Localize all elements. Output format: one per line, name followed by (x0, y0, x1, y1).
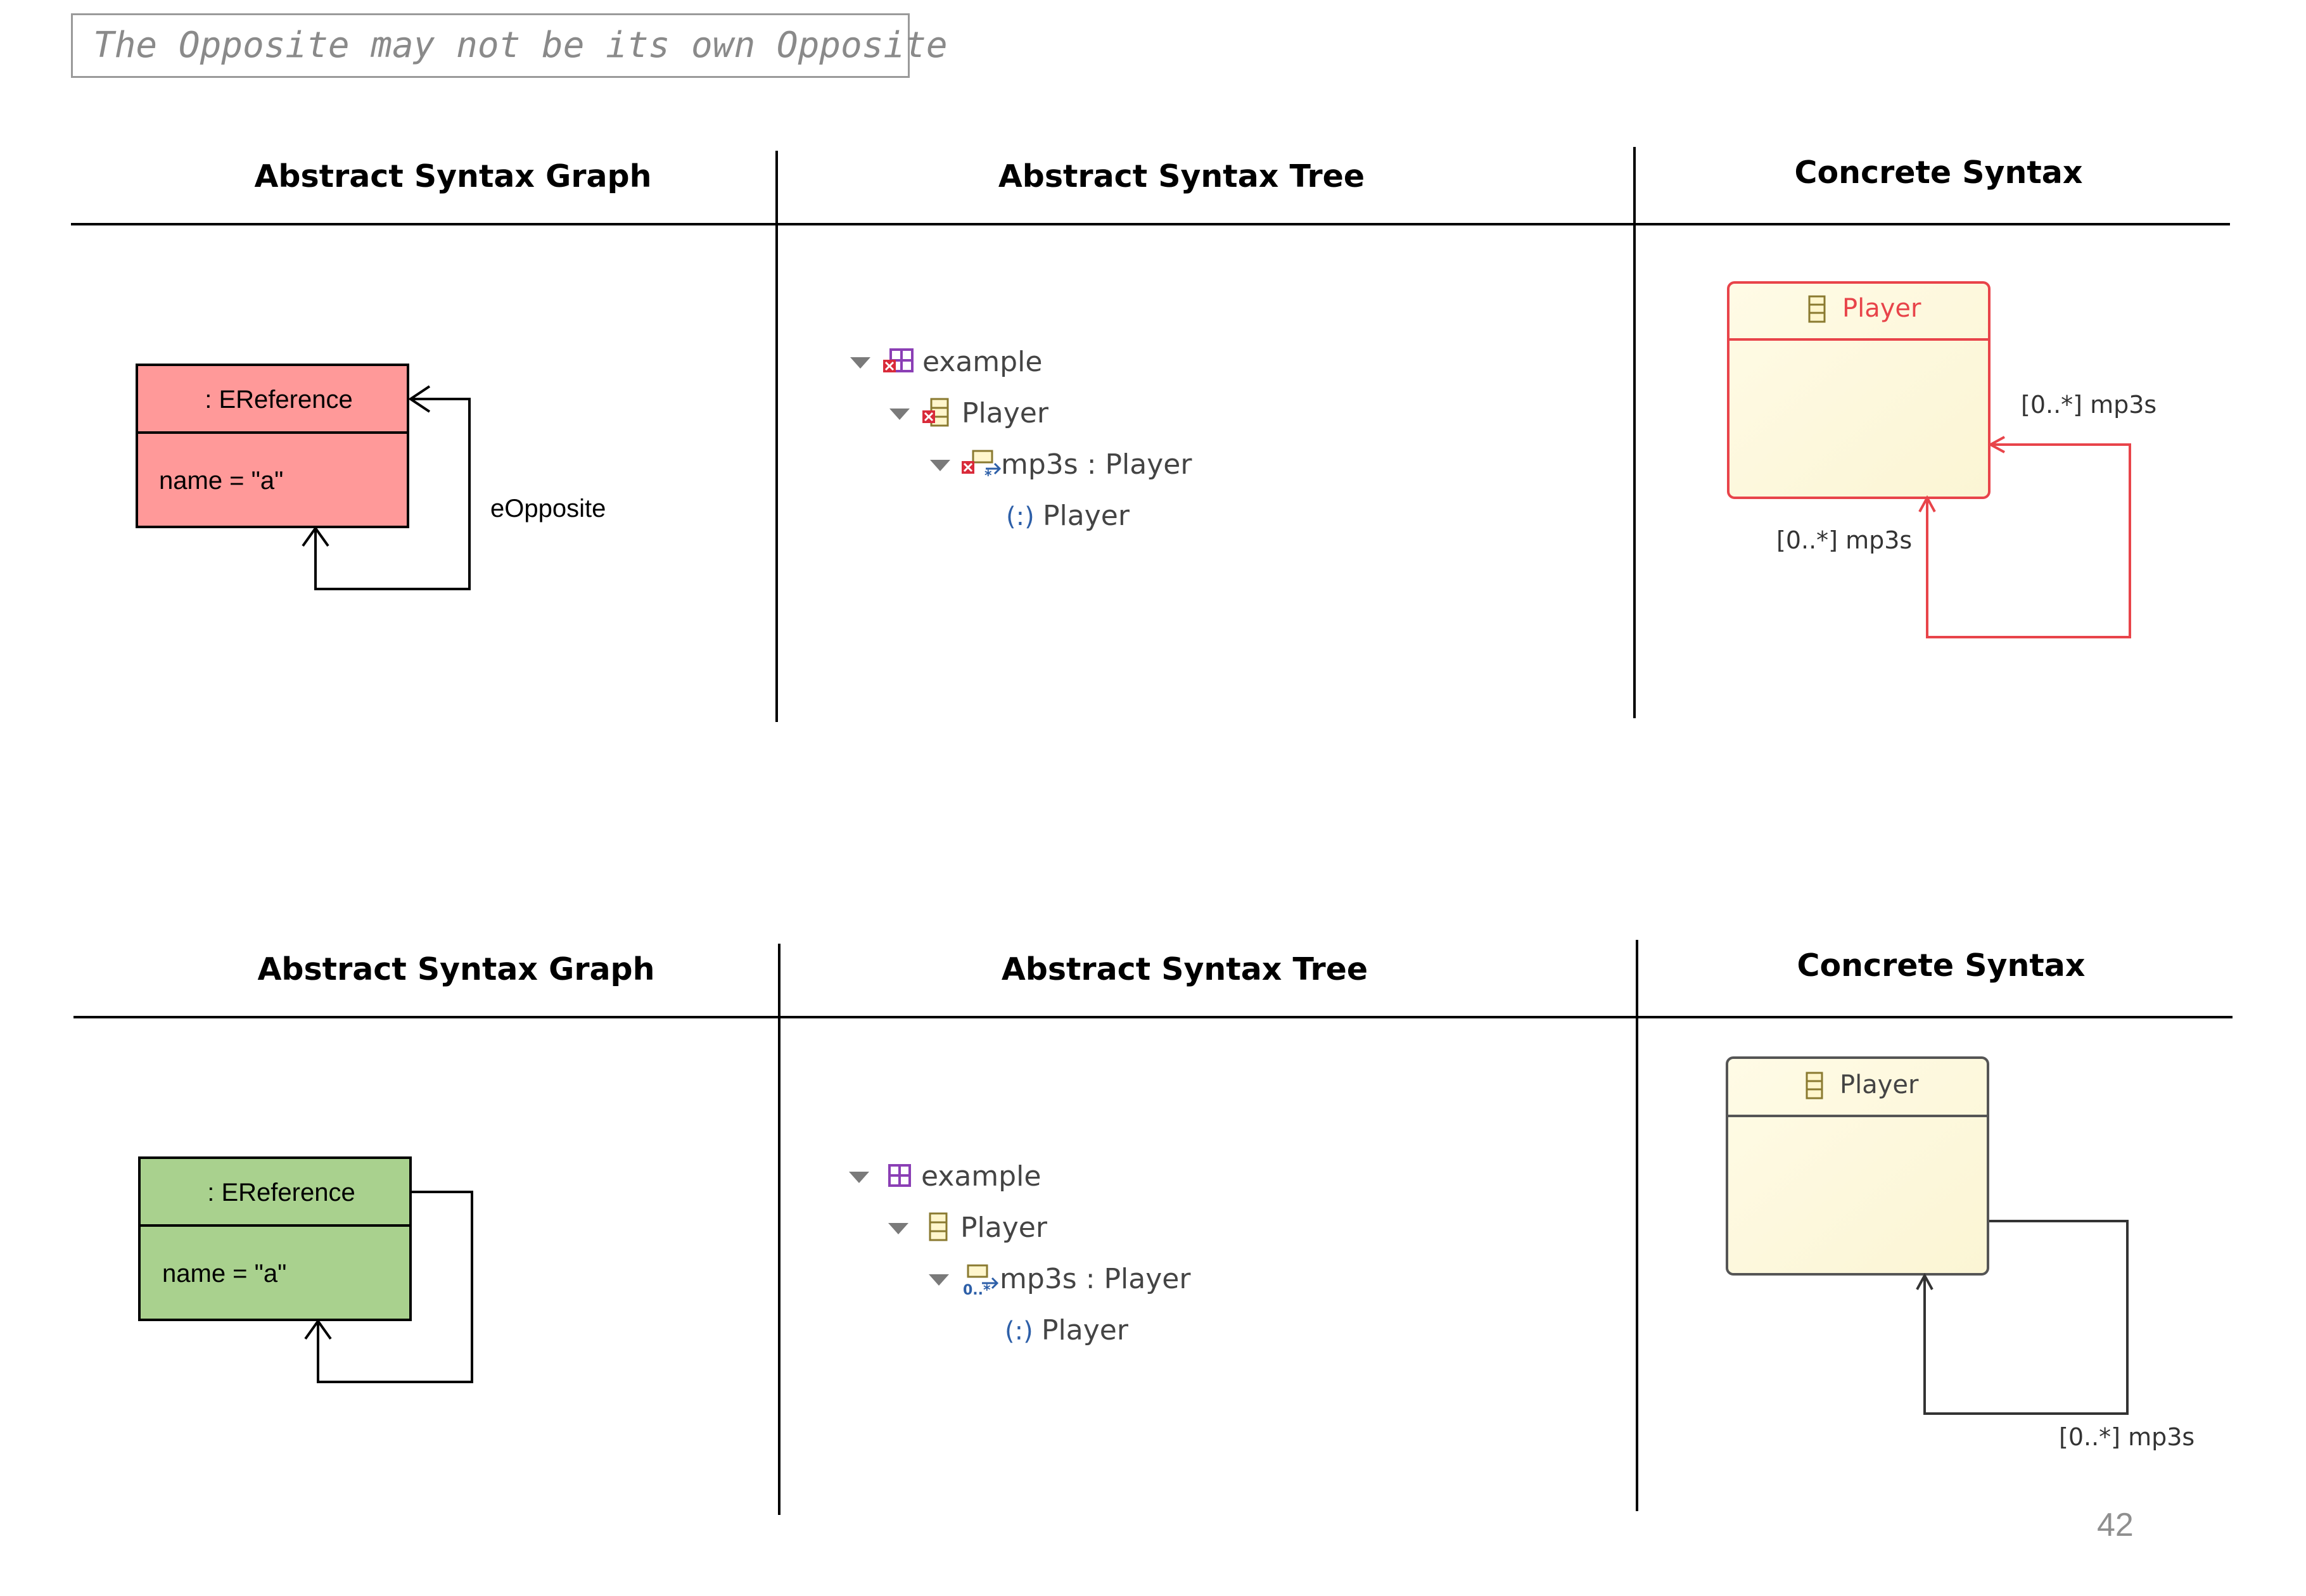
edge-label-source: [0..*] mp3s (1776, 526, 1912, 554)
class-icon (1808, 295, 1826, 323)
reference-icon: 0..* (963, 1264, 999, 1298)
tree-node-example[interactable]: example (922, 346, 1042, 378)
class-icon (922, 398, 949, 427)
class-icon (929, 1212, 948, 1241)
class-node-player[interactable]: Player (1727, 281, 1991, 499)
edge-label-target: [0..*] mp3s (2021, 391, 2156, 419)
page-number: 42 (2097, 1507, 2134, 1543)
asg-object-invalid: : EReference name = "a" (136, 364, 409, 528)
self-reference-mp3s-edge: [0..*] mp3s (1916, 1220, 2195, 1451)
header-concrete-syntax: Concrete Syntax (1797, 947, 2086, 984)
tree-node-type-player[interactable]: Player (1042, 1314, 1129, 1346)
ast-tree-invalid: example Player * mp3s : Player (850, 346, 1192, 532)
concrete-diagram-invalid: Player [0..*] mp3s [0..*] mp3s (1727, 281, 2156, 638)
tree-node-player[interactable]: Player (962, 397, 1049, 429)
edge-label-target: [0..*] mp3s (2059, 1423, 2195, 1451)
reference-icon: * (962, 450, 1002, 484)
expand-arrow-icon[interactable] (888, 1223, 908, 1234)
tree-node-mp3s[interactable]: mp3s : Player (1000, 1263, 1191, 1295)
concrete-diagram-valid: Player [0..*] mp3s (1726, 1056, 2195, 1451)
header-abstract-syntax-graph: Abstract Syntax Graph (257, 951, 655, 987)
svg-text:*: * (984, 468, 992, 484)
class-node-player[interactable]: Player (1726, 1056, 1989, 1276)
tree-node-example[interactable]: example (921, 1160, 1041, 1193)
self-reference-edge (304, 1191, 473, 1383)
eopposite-edge: eOpposite (302, 385, 606, 590)
expand-arrow-icon[interactable] (850, 357, 870, 369)
asg-object-valid: : EReference name = "a" (138, 1156, 412, 1321)
type-icon: (:) (1006, 502, 1035, 531)
header-abstract-syntax-tree: Abstract Syntax Tree (1001, 951, 1368, 987)
expand-arrow-icon[interactable] (930, 460, 950, 471)
object-class-label: : EReference (205, 386, 352, 414)
class-icon (1806, 1072, 1823, 1099)
header-abstract-syntax-graph: Abstract Syntax Graph (254, 158, 652, 194)
type-icon: (:) (1005, 1317, 1033, 1346)
header-abstract-syntax-tree: Abstract Syntax Tree (998, 158, 1365, 194)
section-valid-table-lines (73, 940, 2233, 1515)
package-icon (888, 1164, 911, 1187)
tree-node-type-player[interactable]: Player (1043, 500, 1130, 532)
object-attribute: name = "a" (162, 1260, 286, 1288)
expand-arrow-icon[interactable] (929, 1274, 949, 1286)
tree-node-player[interactable]: Player (960, 1212, 1048, 1244)
object-class-label: : EReference (207, 1179, 355, 1206)
expand-arrow-icon[interactable] (889, 408, 910, 420)
ast-tree-valid: example Player 0..* mp3s : Player (:) Pl… (849, 1160, 1191, 1346)
class-name: Player (1840, 1070, 1919, 1099)
header-concrete-syntax: Concrete Syntax (1794, 155, 2083, 191)
section-invalid-table-lines (71, 147, 2230, 722)
slide-title: The Opposite may not be its own Opposite (71, 13, 948, 78)
self-reference-mp3s-edge: [0..*] mp3s [0..*] mp3s (1776, 391, 2156, 638)
class-name: Player (1842, 294, 1921, 323)
package-icon (883, 348, 914, 372)
tree-node-mp3s[interactable]: mp3s : Player (1001, 448, 1192, 481)
edge-label-eopposite: eOpposite (490, 495, 606, 522)
expand-arrow-icon[interactable] (849, 1172, 869, 1183)
svg-text:0..*: 0..* (963, 1282, 991, 1298)
object-attribute: name = "a" (159, 467, 283, 495)
